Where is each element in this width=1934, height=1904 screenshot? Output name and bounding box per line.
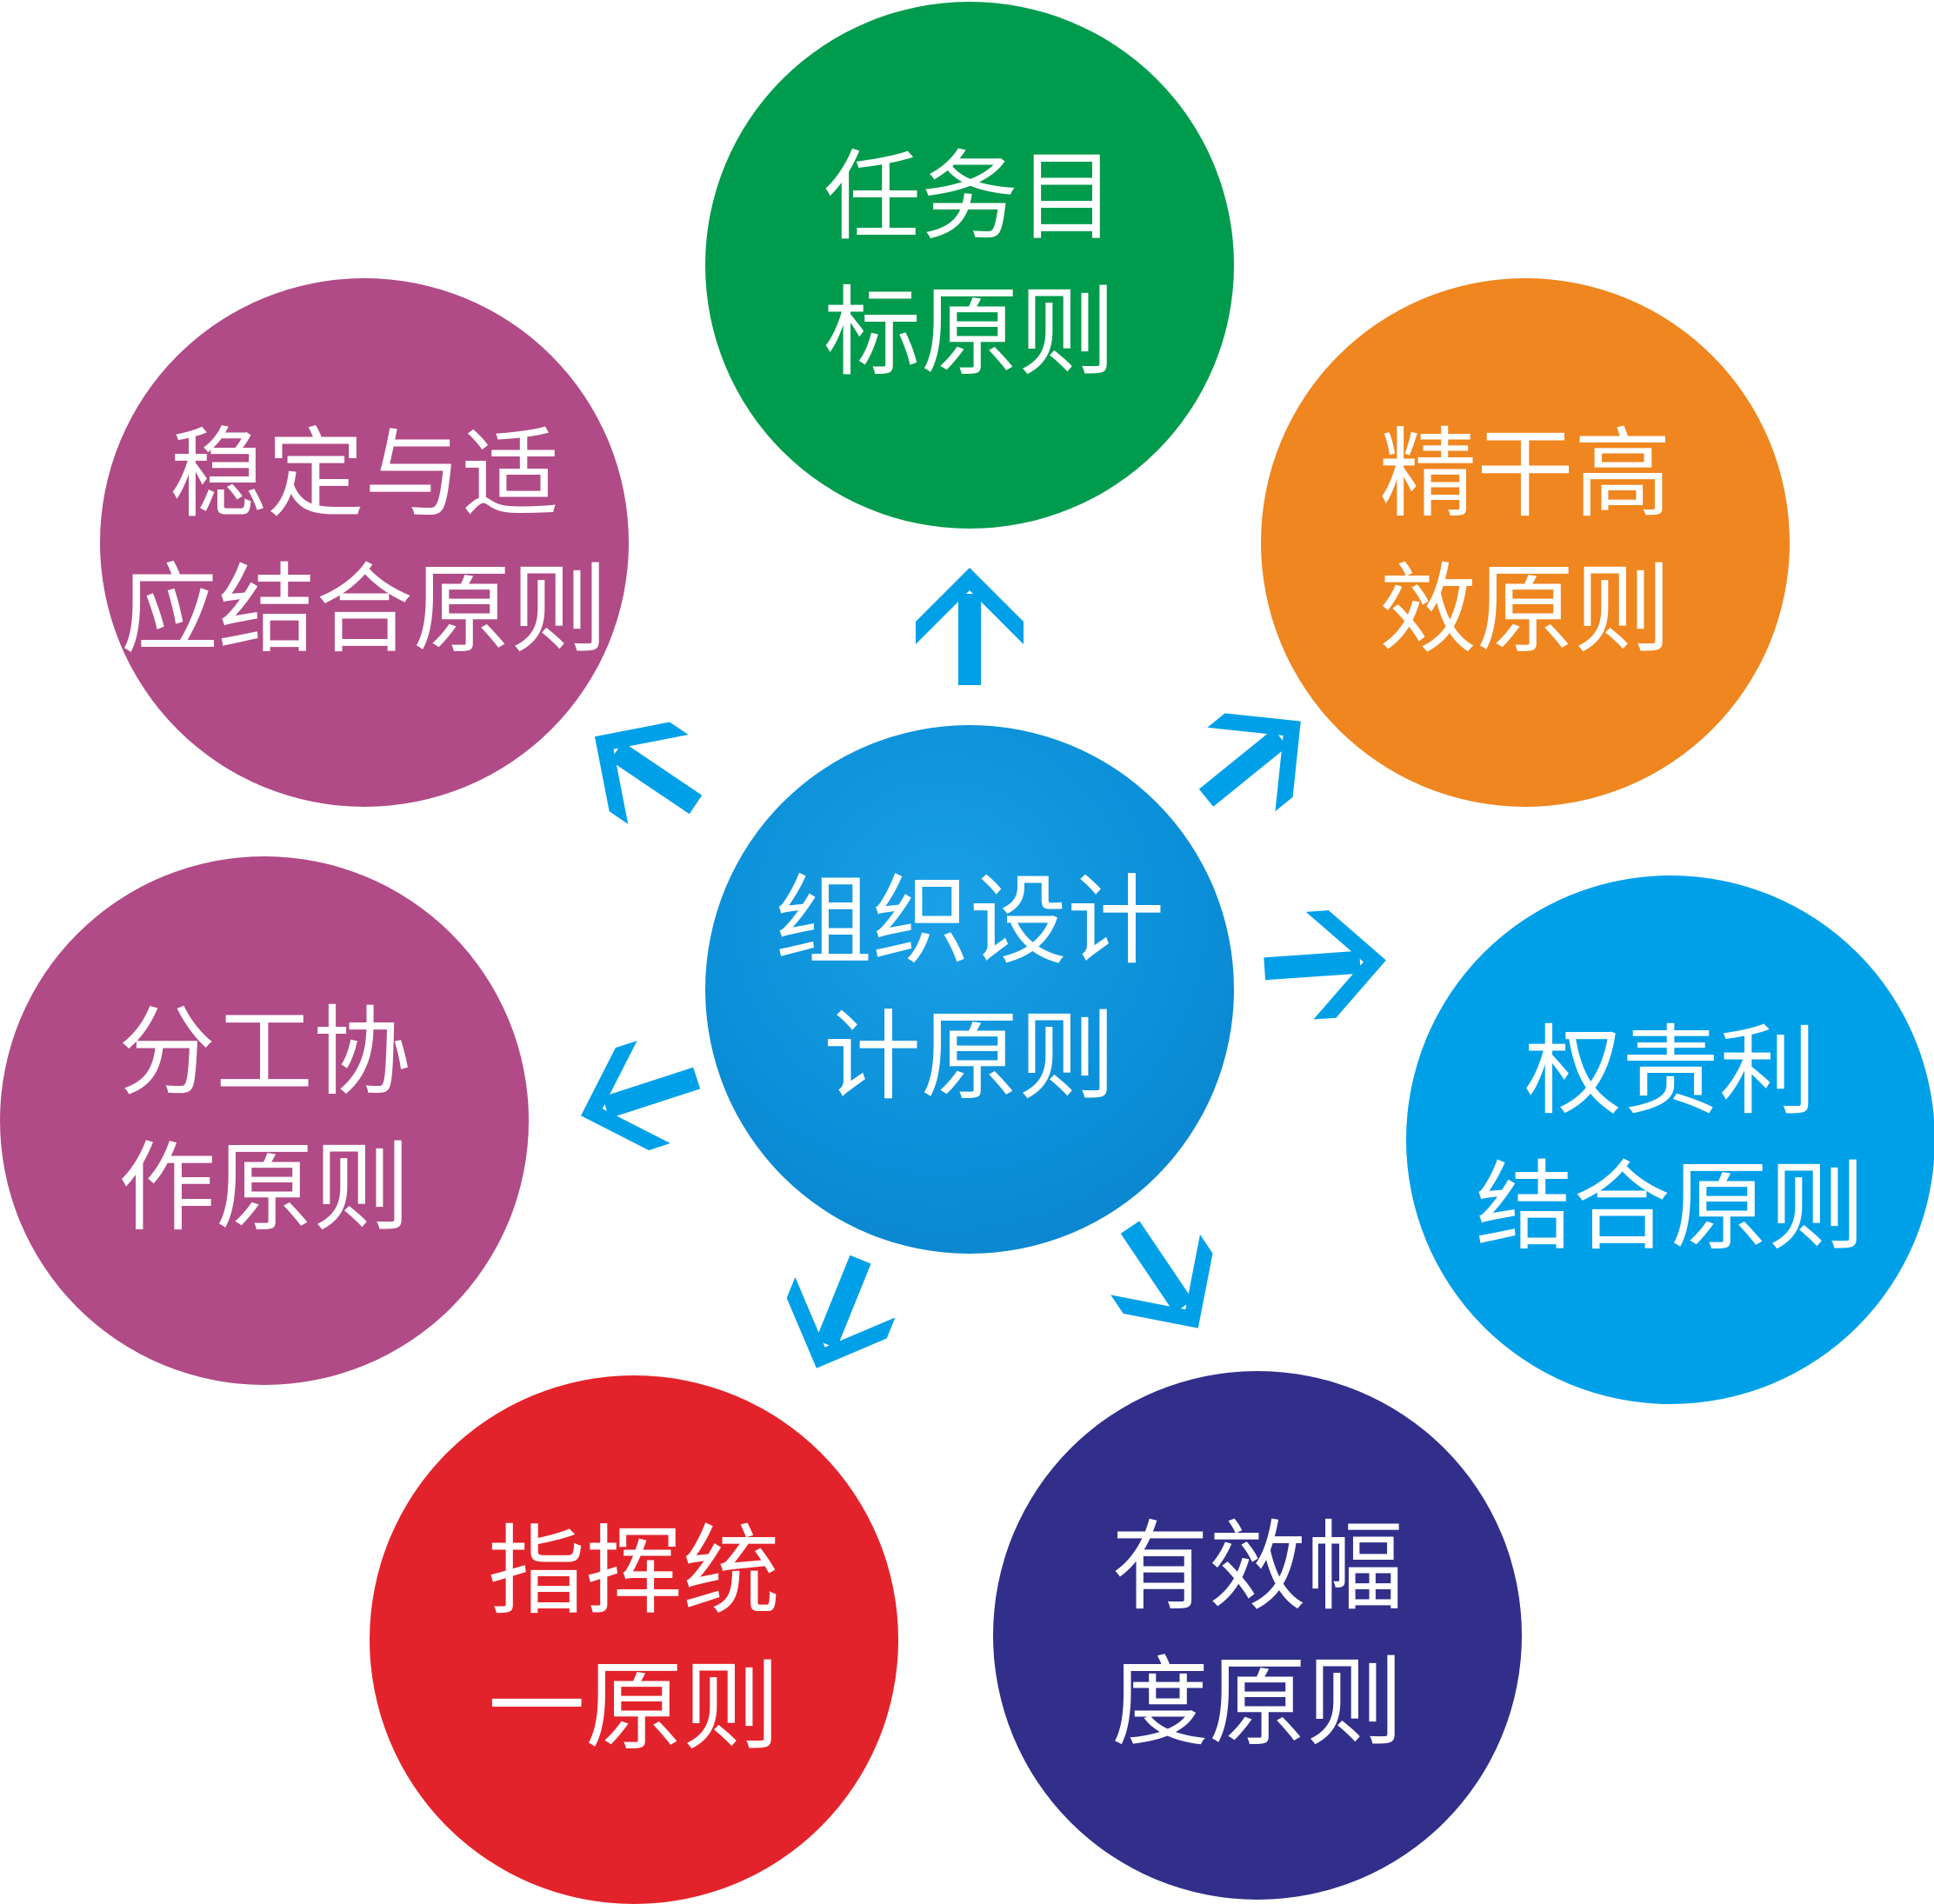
node-lean-efficient-principle: 精干高 效原则 [1261,278,1790,807]
node-task-goal-principle: 任务目 标原则 [705,2,1234,529]
arrow-to-division [581,1041,701,1151]
arrow-head [594,722,689,824]
arrow-to-authority [1264,910,1386,1020]
node-authority-line2: 结合原则 [1476,1151,1865,1264]
node-command-line1: 指挥统 [488,1515,780,1628]
arrow-head [916,568,1024,644]
node-command-line2: 一原则 [488,1651,780,1764]
node-unified-command-principle: 指挥统 一原则 [370,1375,898,1904]
arrow-shaft [602,1067,701,1119]
node-division-line1: 分工协 [118,996,410,1109]
node-division-cooperation-principle: 分工协 作原则 [0,856,529,1385]
arrow-shaft [1198,729,1288,807]
node-stability-adaptability-principle: 稳定与适 应结合原则 [100,278,629,807]
node-authority-responsibility-principle: 权责利 结合原则 [1406,875,1934,1404]
arrow-to-command [786,1255,896,1368]
node-task-line2: 标原则 [824,276,1116,389]
arrow-head [1110,1235,1213,1328]
node-stability-line1: 稳定与适 [170,418,559,531]
node-span-line2: 度原则 [1111,1647,1404,1760]
arrow-head [1305,910,1386,1020]
arrow-shaft [816,1255,871,1348]
node-stability-line2: 应结合原则 [121,554,608,667]
node-authority-line1: 权责利 [1524,1015,1817,1128]
center-title-line2: 计原则 [824,1001,1116,1114]
node-span-line1: 有效幅 [1111,1511,1404,1624]
arrow-to-task [916,568,1024,685]
arrow-to-lean [1198,713,1301,812]
center-title-line1: 组织设计 [775,865,1164,978]
arrow-to-span [1110,1221,1213,1328]
arrow-head [581,1041,670,1151]
node-lean-line2: 效原则 [1379,554,1671,667]
node-task-line1: 任务目 [824,141,1116,254]
arrow-shaft [958,594,981,685]
arrow-to-stability [594,722,703,824]
arrow-shaft [610,742,703,815]
node-division-line2: 作原则 [118,1132,410,1245]
node-lean-line1: 精干高 [1379,418,1671,531]
arrow-head [786,1276,896,1368]
arrow-shaft [1120,1221,1193,1314]
node-effective-span-principle: 有效幅 度原则 [993,1371,1522,1900]
center-node: 组织设计 计原则 [705,725,1234,1254]
arrow-shaft [1264,950,1361,981]
arrow-head [1207,713,1301,812]
